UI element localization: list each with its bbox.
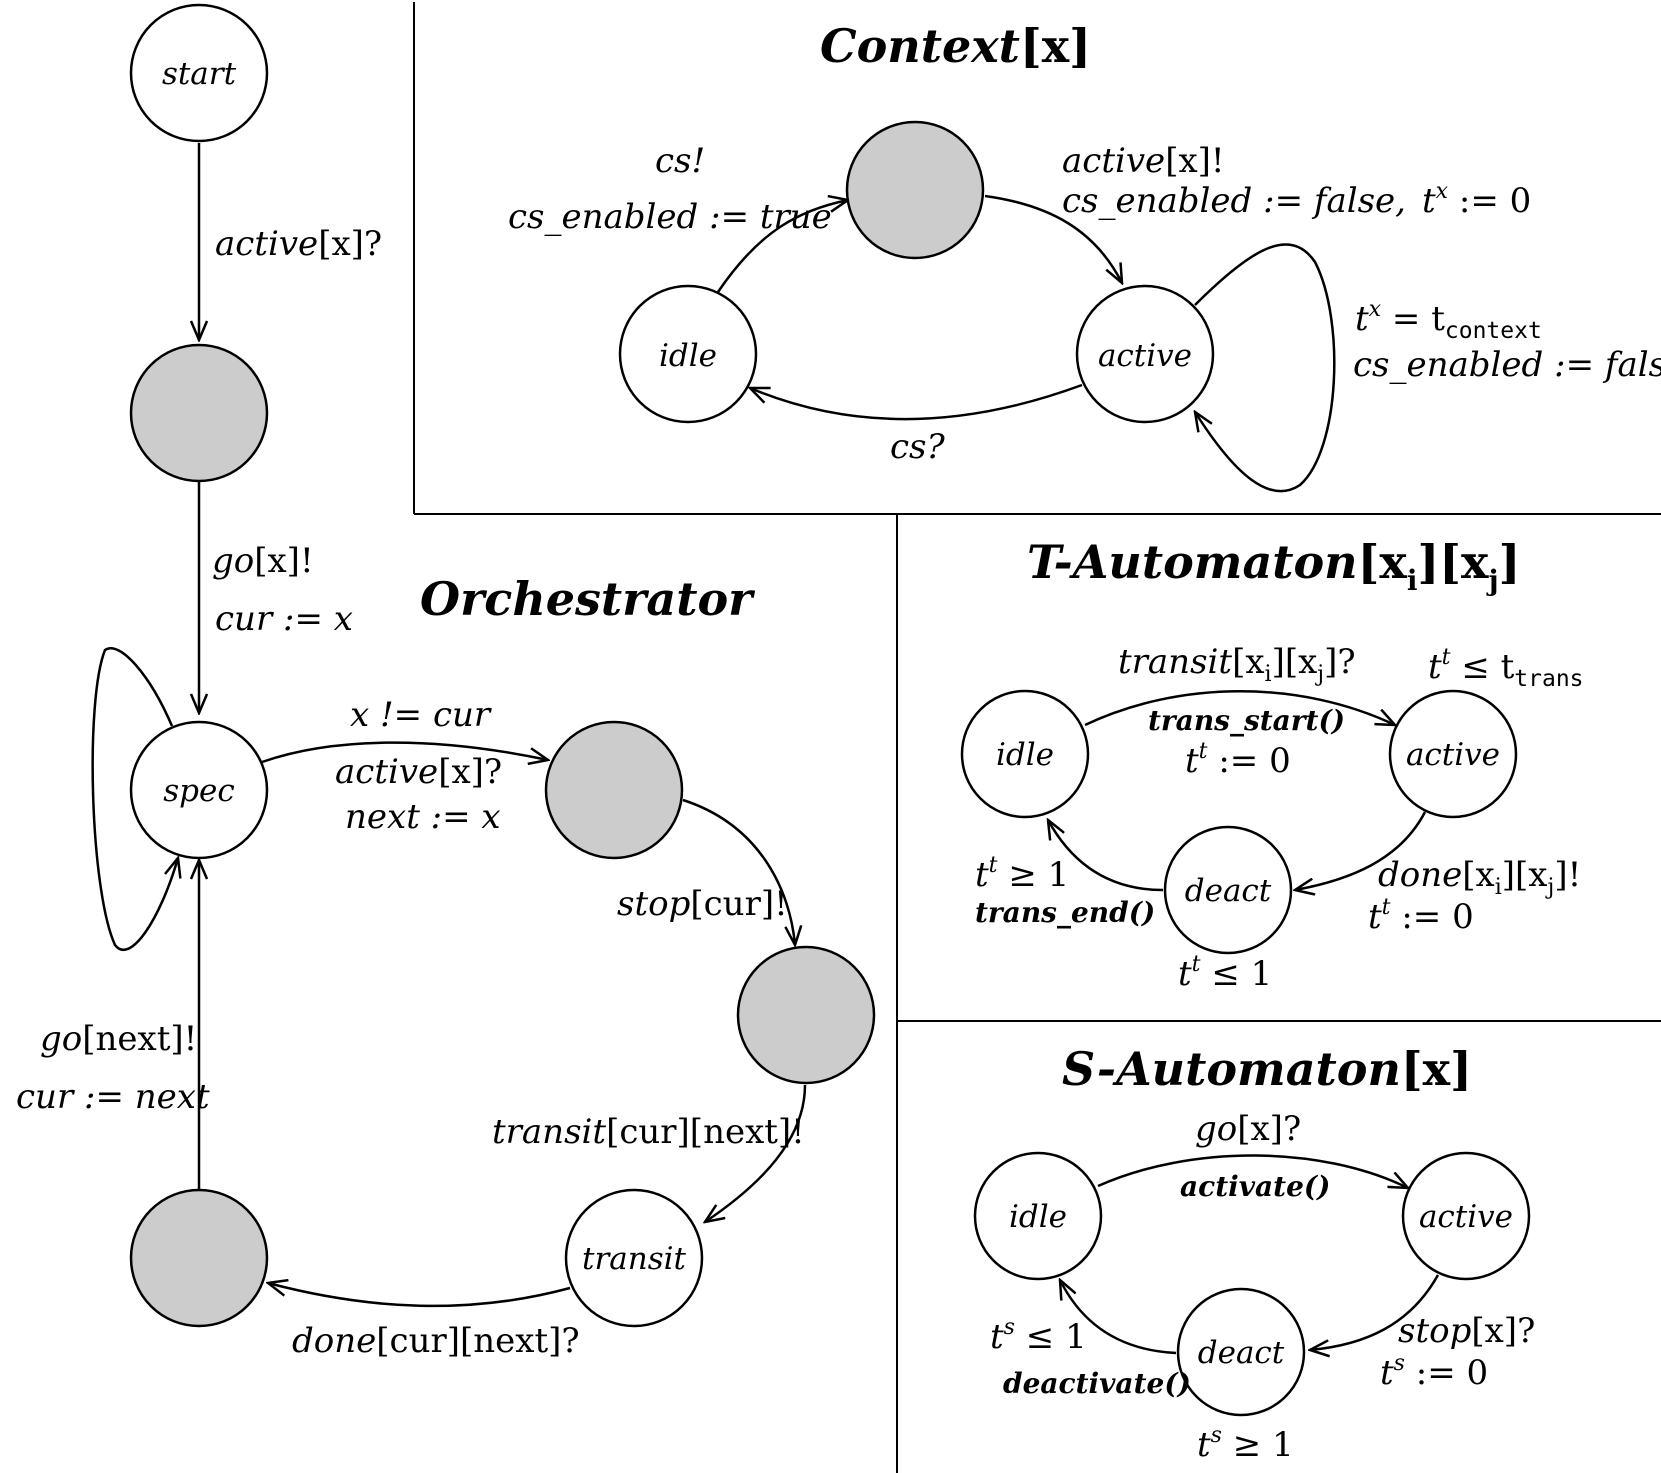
orchestrator-state-spec — [129, 720, 269, 860]
orchestrator-cur-next-assign: cur := next — [16, 1077, 210, 1117]
s-automaton-stop-receive: stop[x]? — [1398, 1311, 1535, 1351]
t-automaton-state-active-label: active — [1406, 737, 1500, 773]
t-automaton: T-Automaton[xi][xj] idle active deact tr… — [960, 535, 1584, 994]
context-automaton: Context[x] idle active cs! cs_enabled :=… — [508, 19, 1661, 493]
orchestrator-next-assign: next := x — [345, 797, 501, 837]
orchestrator-state-transit — [564, 1188, 704, 1328]
edge-s-idle-to-active — [1097, 1154, 1408, 1188]
orchestrator-state-intermediate-3 — [736, 945, 876, 1085]
edge-spec-to-mid2 — [261, 741, 548, 762]
t-automaton-guard-deact: tt ≥ 1 — [975, 853, 1069, 895]
t-automaton-invariant-active: tt ≤ ttrans — [1428, 645, 1584, 692]
orchestrator-state-transit-label: transit — [582, 1241, 687, 1277]
edge-t-idle-to-active — [1084, 690, 1395, 725]
context-cs-send: cs! — [655, 141, 705, 181]
t-automaton-trans-start: trans_start() — [1148, 704, 1345, 737]
t-automaton-invariant-deact: tt ≤ 1 — [1178, 952, 1272, 994]
orchestrator-state-intermediate-2 — [544, 720, 684, 860]
orchestrator-state-start — [129, 3, 269, 143]
s-automaton-stop-reset: ts := 0 — [1380, 1351, 1488, 1393]
s-automaton-go-receive: go[x]? — [1195, 1109, 1301, 1149]
edge-context-self-loop — [1195, 243, 1336, 493]
orchestrator-active-receive-2: active[x]? — [335, 752, 502, 792]
edge-context-active-to-idle — [750, 383, 1083, 421]
s-automaton-state-active — [1401, 1151, 1531, 1281]
s-automaton-state-idle — [973, 1151, 1103, 1281]
context-title: Context[x] — [820, 19, 1091, 73]
context-state-idle-label: idle — [659, 338, 717, 374]
context-active-send: active[x]! — [1062, 141, 1225, 181]
orchestrator-automaton: Orchestrator start spec transit active[x… — [16, 3, 876, 1361]
frame-lines — [413, 2, 1661, 1473]
edge-s-deact-to-idle — [1060, 1280, 1177, 1355]
s-automaton-state-deact-label: deact — [1198, 1335, 1285, 1371]
orchestrator-state-intermediate-4 — [129, 1188, 269, 1328]
context-cs-enabled-false-reset: cs_enabled := false,tx := 0 — [1062, 179, 1531, 221]
s-automaton-title: S-Automaton[x] — [1062, 1042, 1472, 1096]
s-automaton-guard-deact: ts ≤ 1 — [990, 1315, 1087, 1357]
orchestrator-go-send: go[x]! — [212, 541, 314, 581]
t-automaton-done-reset: tt := 0 — [1368, 895, 1474, 937]
t-automaton-reset-clock: tt := 0 — [1185, 739, 1291, 781]
t-automaton-state-deact-label: deact — [1185, 873, 1272, 909]
orchestrator-active-receive: active[x]? — [215, 224, 382, 264]
orchestrator-state-intermediate-1 — [129, 343, 269, 483]
t-automaton-state-active — [1388, 689, 1518, 819]
s-automaton-invariant-deact: ts ≥ 1 — [1197, 1423, 1294, 1465]
s-automaton-state-active-label: active — [1419, 1199, 1513, 1235]
s-automaton: S-Automaton[x] idle active deact go[x]? … — [973, 1042, 1535, 1465]
orchestrator-stop-send: stop[cur]! — [617, 884, 788, 924]
context-loop-assign: cs_enabled := false — [1353, 345, 1661, 385]
orchestrator-transit-send: transit[cur][next]! — [492, 1112, 805, 1152]
edge-t-active-to-deact — [1295, 811, 1427, 890]
orchestrator-cur-assign: cur := x — [215, 599, 353, 639]
context-state-intermediate — [845, 120, 985, 260]
t-automaton-transit-receive: transit[xi][xj]? — [1118, 642, 1356, 687]
context-state-idle — [618, 284, 758, 424]
t-automaton-state-deact — [1163, 825, 1293, 955]
s-automaton-state-deact — [1176, 1287, 1306, 1417]
orchestrator-done-receive: done[cur][next]? — [292, 1321, 580, 1361]
orchestrator-title: Orchestrator — [420, 572, 756, 626]
edge-t-deact-to-idle — [1048, 820, 1164, 892]
context-loop-guard: tx = tcontext — [1355, 297, 1542, 344]
edge-transit-to-mid4 — [268, 1283, 571, 1308]
context-cs-receive: cs? — [890, 427, 945, 467]
context-state-active — [1075, 284, 1215, 424]
t-automaton-done-send: done[xi][xj]! — [1378, 855, 1581, 900]
t-automaton-trans-end: trans_end() — [975, 896, 1155, 929]
context-cs-enabled-true: cs_enabled := true — [508, 197, 832, 237]
edge-mid2-to-mid3 — [682, 798, 795, 945]
edge-spec-self-loop — [91, 647, 178, 952]
s-automaton-activate: activate() — [1180, 1170, 1330, 1203]
orchestrator-guard: x != cur — [350, 695, 492, 735]
t-automaton-state-idle-label: idle — [996, 737, 1054, 773]
edge-context-mid-to-active — [984, 194, 1122, 283]
s-automaton-state-idle-label: idle — [1009, 1199, 1067, 1235]
s-automaton-deactivate: deactivate() — [1003, 1367, 1191, 1400]
edge-mid3-to-transit — [705, 1084, 807, 1222]
t-automaton-title: T-Automaton[xi][xj] — [1027, 535, 1520, 597]
orchestrator-go-next-send: go[next]! — [40, 1019, 197, 1059]
edge-s-active-to-deact — [1310, 1274, 1440, 1350]
orchestrator-state-start-label: start — [162, 56, 237, 92]
t-automaton-state-idle — [960, 689, 1090, 819]
edge-context-idle-to-mid — [716, 200, 848, 293]
orchestrator-state-spec-label: spec — [163, 773, 234, 809]
context-state-active-label: active — [1098, 338, 1192, 374]
